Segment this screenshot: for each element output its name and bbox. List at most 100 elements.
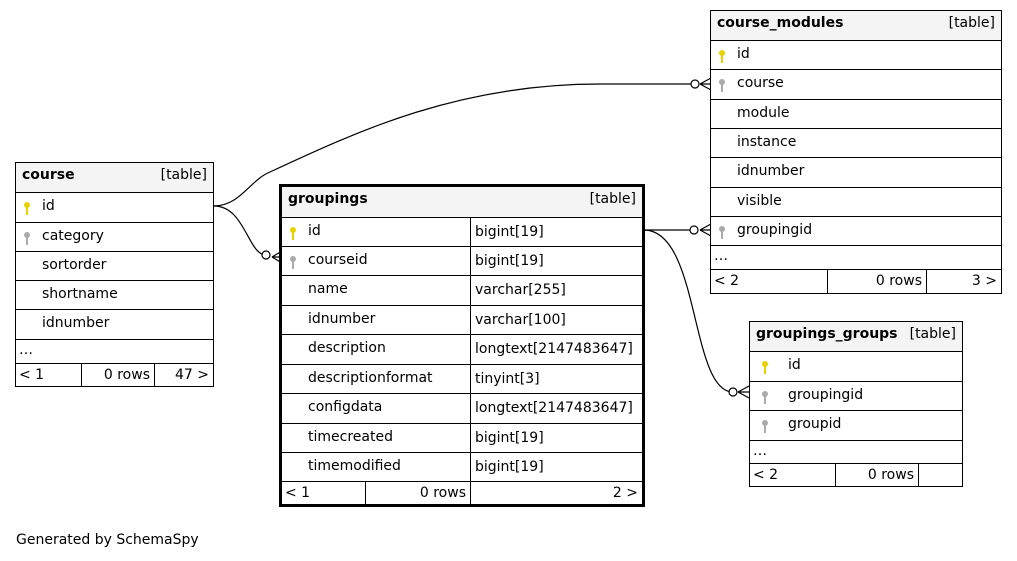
column-name: idnumber: [42, 315, 110, 331]
children-count[interactable]: 2 >: [470, 482, 642, 504]
edge-course-to-course-modules: [213, 83, 697, 207]
column-row[interactable]: shortname: [16, 280, 213, 309]
column-name: groupid: [788, 416, 842, 432]
column-row[interactable]: instance: [711, 128, 1001, 157]
table-header[interactable]: groupings [table]: [282, 187, 642, 217]
foreign-key-icon: [24, 232, 30, 245]
more-columns: …: [753, 443, 767, 459]
column-name: groupingid: [788, 387, 864, 403]
table-name: groupings_groups: [756, 326, 898, 342]
foreign-key-icon: [719, 226, 725, 239]
table-footer: < 2 0 rows: [750, 463, 962, 486]
column-row[interactable]: idnumber: [711, 157, 1001, 187]
column-type: varchar[100]: [470, 306, 642, 334]
column-name: description: [308, 340, 386, 356]
parents-count[interactable]: < 1: [19, 367, 45, 383]
table-kind: [table]: [909, 326, 956, 342]
column-name: descriptionformat: [308, 370, 433, 386]
children-count[interactable]: 47 >: [154, 364, 213, 386]
table-course-modules[interactable]: course_modules [table] id course module …: [710, 10, 1002, 294]
column-row[interactable]: module: [711, 99, 1001, 128]
row-count: 0 rows: [365, 482, 470, 504]
foreign-key-icon: [290, 256, 296, 269]
children-count[interactable]: [918, 464, 962, 486]
column-row[interactable]: id: [711, 40, 1001, 69]
table-kind: [table]: [948, 15, 995, 31]
children-count[interactable]: 3 >: [926, 270, 1001, 293]
table-kind: [table]: [589, 191, 636, 207]
column-row[interactable]: groupingid: [711, 216, 1001, 245]
primary-key-icon: [762, 361, 768, 374]
column-row[interactable]: category: [16, 222, 213, 251]
column-row[interactable]: groupingid: [750, 381, 962, 410]
parents-count[interactable]: < 2: [714, 273, 740, 289]
column-row[interactable]: timecreated bigint[19]: [282, 423, 642, 452]
column-row[interactable]: courseid bigint[19]: [282, 246, 642, 275]
edge-crowfoot-marker: [737, 385, 750, 399]
column-type: tinyint[3]: [470, 365, 642, 393]
parents-count[interactable]: < 1: [285, 485, 311, 501]
column-name: id: [308, 223, 321, 239]
column-name: configdata: [308, 399, 383, 415]
column-row[interactable]: idnumber: [16, 309, 213, 339]
column-row[interactable]: id: [16, 192, 213, 222]
column-row[interactable]: groupid: [750, 410, 962, 440]
primary-key-icon: [290, 227, 296, 240]
column-name: id: [42, 198, 55, 214]
column-name: instance: [737, 134, 797, 150]
column-row[interactable]: visible: [711, 187, 1001, 216]
column-name: id: [788, 357, 801, 373]
table-footer: < 1 0 rows 47 >: [16, 363, 213, 386]
column-name: idnumber: [308, 311, 376, 327]
column-row[interactable]: course: [711, 69, 1001, 99]
column-name: groupingid: [737, 222, 813, 238]
column-row[interactable]: configdata longtext[2147483647]: [282, 393, 642, 423]
edge-optional-marker: [689, 225, 699, 235]
edge-course-to-groupings: [213, 205, 267, 256]
primary-key-icon: [719, 50, 725, 63]
column-row[interactable]: sortorder: [16, 251, 213, 280]
edge-groupings-to-groupings-groups: [643, 229, 734, 393]
row-count: 0 rows: [827, 270, 926, 293]
table-header[interactable]: course_modules [table]: [711, 11, 1001, 40]
edge-optional-marker: [728, 387, 738, 397]
table-name: course_modules: [717, 15, 844, 31]
column-row[interactable]: descriptionformat tinyint[3]: [282, 364, 642, 393]
more-columns-row: …: [16, 339, 213, 363]
column-name: id: [737, 46, 750, 62]
table-header[interactable]: groupings_groups [table]: [750, 322, 962, 351]
column-name: category: [42, 228, 104, 244]
column-row[interactable]: timemodified bigint[19]: [282, 452, 642, 481]
edge-optional-marker: [690, 79, 700, 89]
primary-key-icon: [24, 202, 30, 215]
table-name: groupings: [288, 191, 368, 207]
column-name: timecreated: [308, 429, 393, 445]
table-course[interactable]: course [table] id category sortorder sho…: [15, 162, 214, 387]
column-name: visible: [737, 193, 782, 209]
column-row[interactable]: name varchar[255]: [282, 275, 642, 305]
more-columns: …: [714, 248, 728, 264]
table-kind: [table]: [160, 167, 207, 183]
table-groupings-groups[interactable]: groupings_groups [table] id groupingid g…: [749, 321, 963, 487]
more-columns-row: …: [711, 245, 1001, 269]
column-name: shortname: [42, 286, 118, 302]
column-row[interactable]: idnumber varchar[100]: [282, 305, 642, 334]
table-groupings[interactable]: groupings [table] id bigint[19] courseid…: [279, 184, 645, 507]
column-type: bigint[19]: [470, 424, 642, 452]
parents-count[interactable]: < 2: [753, 467, 779, 483]
column-type: bigint[19]: [470, 453, 642, 481]
table-footer: < 1 0 rows 2 >: [282, 481, 642, 504]
column-row[interactable]: id: [750, 351, 962, 381]
column-row[interactable]: description longtext[2147483647]: [282, 334, 642, 364]
generated-by-note: Generated by SchemaSpy: [16, 532, 199, 548]
table-header[interactable]: course [table]: [16, 163, 213, 192]
row-count: 0 rows: [81, 364, 154, 386]
column-type: varchar[255]: [470, 276, 642, 305]
column-type: longtext[2147483647]: [470, 394, 642, 423]
column-name: courseid: [308, 252, 368, 268]
column-name: sortorder: [42, 257, 107, 273]
table-footer: < 2 0 rows 3 >: [711, 269, 1001, 293]
column-row[interactable]: id bigint[19]: [282, 217, 642, 246]
edge-crowfoot-marker: [699, 223, 712, 237]
